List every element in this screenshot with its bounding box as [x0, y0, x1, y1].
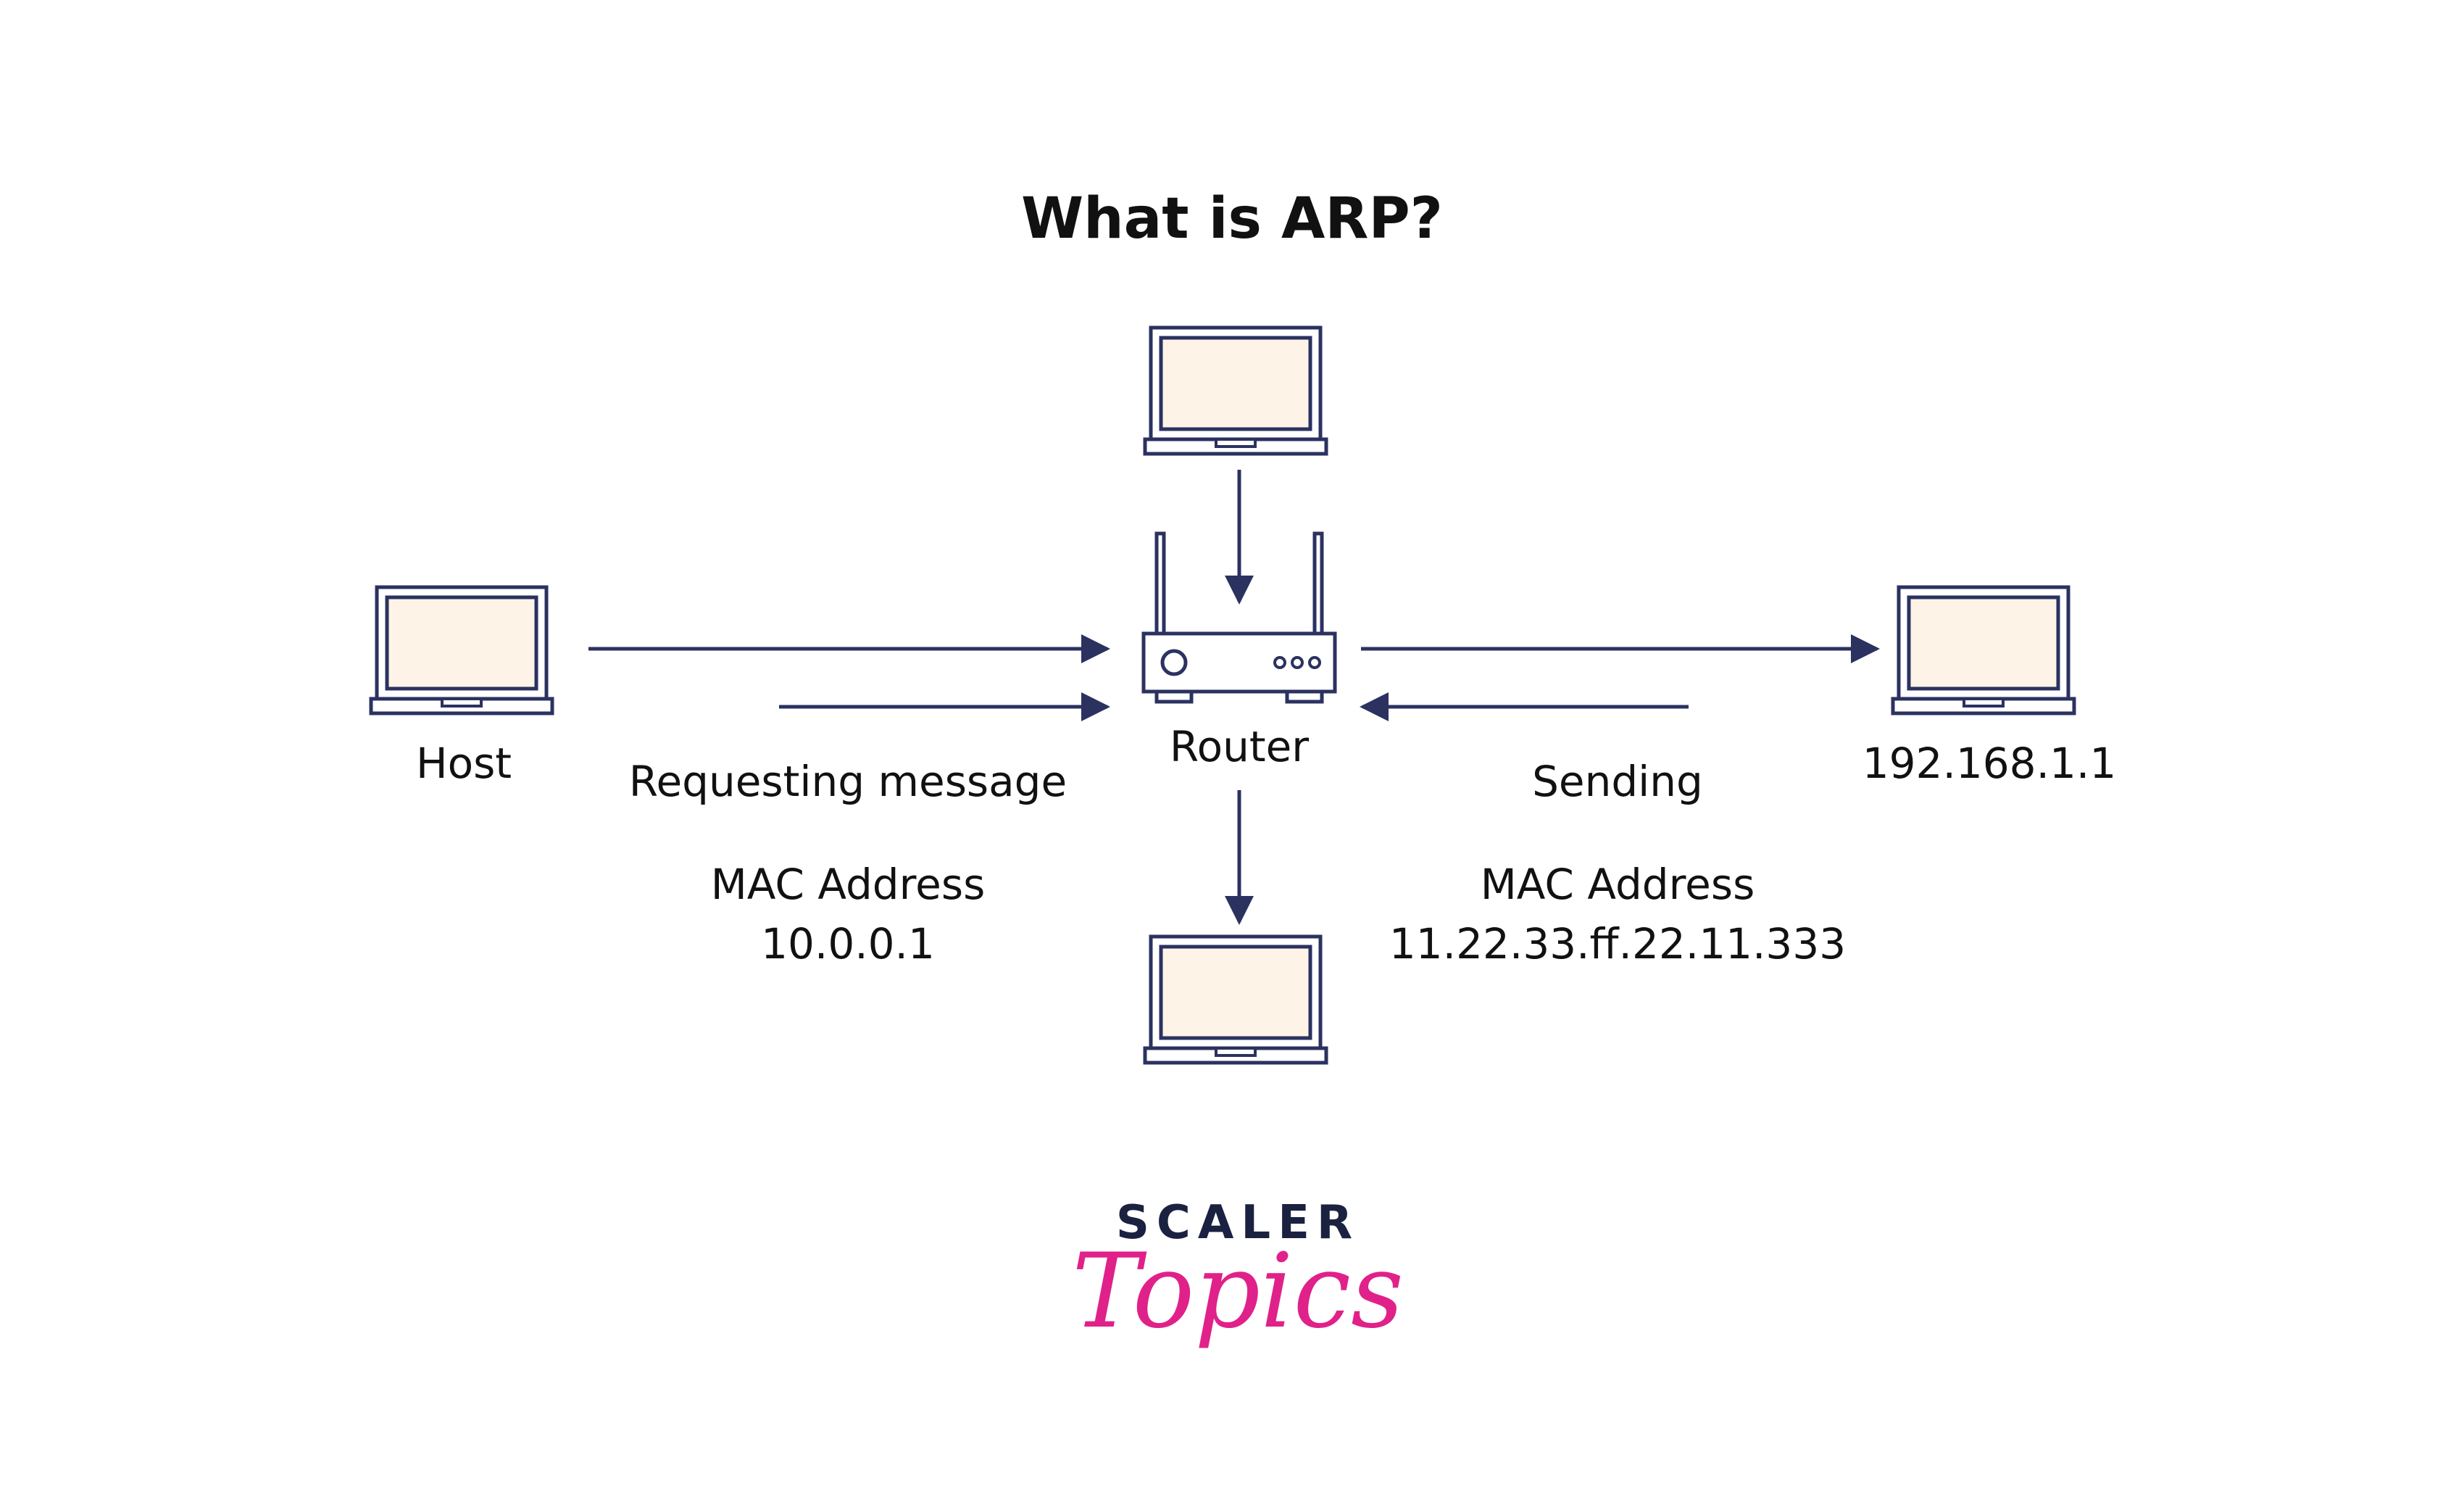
target-node: 192.168.1.1	[1862, 585, 2117, 788]
left-mac-title: MAC Address	[711, 860, 986, 909]
laptop-icon	[1143, 325, 1328, 456]
top-laptop-node	[1143, 325, 1328, 456]
left-panel: Requesting message MAC Address 10.0.0.1	[629, 757, 1067, 968]
router-node: Router	[1141, 531, 1337, 771]
right-mac-title: MAC Address	[1481, 860, 1755, 909]
bottom-laptop-node	[1143, 934, 1328, 1065]
laptop-icon	[1891, 585, 2076, 715]
router-label: Router	[1170, 722, 1309, 771]
left-mac-value: 10.0.0.1	[761, 919, 935, 968]
right-message-label: Sending	[1532, 757, 1703, 806]
router-icon	[1141, 531, 1337, 704]
edges	[588, 470, 1880, 925]
laptop-icon	[369, 585, 554, 715]
brand-logo: SCALER Topics	[1072, 1196, 1404, 1351]
host-node: Host	[369, 585, 554, 788]
right-mac-value: 11.22.33.ff.22.11.333	[1389, 919, 1846, 968]
diagram-title: What is ARP?	[1021, 186, 1443, 252]
brand-tagline: Topics	[1072, 1232, 1404, 1351]
host-label: Host	[416, 739, 512, 788]
laptop-icon	[1143, 934, 1328, 1065]
target-label: 192.168.1.1	[1862, 739, 2117, 788]
left-message-label: Requesting message	[629, 757, 1067, 806]
right-panel: Sending MAC Address 11.22.33.ff.22.11.33…	[1389, 757, 1846, 968]
brand-name: SCALER	[1116, 1196, 1360, 1250]
